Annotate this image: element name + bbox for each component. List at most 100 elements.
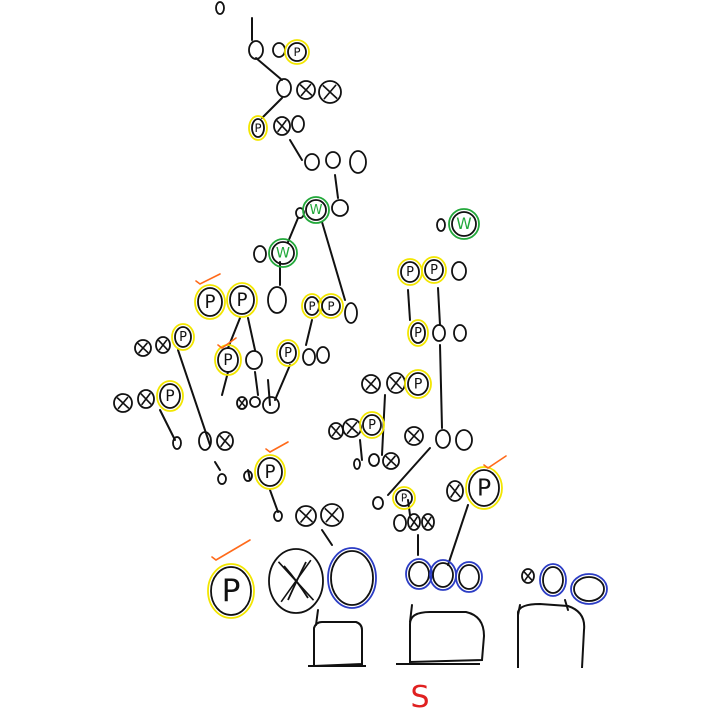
- x-mark: [287, 561, 307, 601]
- tree-edge: [227, 317, 241, 349]
- x-mark: [385, 455, 397, 467]
- plain-node: [243, 470, 253, 482]
- node-outline: [198, 431, 212, 451]
- node-outline: [273, 510, 283, 522]
- p-node: P: [171, 323, 195, 351]
- x-mark: [365, 377, 377, 391]
- x-node: [320, 503, 344, 527]
- x-mark: [276, 119, 288, 133]
- node-outline: [215, 1, 225, 15]
- plain-node: [262, 396, 280, 414]
- yellow-ring: [318, 293, 344, 319]
- node-outline: [257, 457, 283, 487]
- x-mark: [158, 339, 168, 351]
- node-outline: [382, 452, 400, 470]
- x-node: [407, 513, 421, 531]
- base-boxes-layer: [308, 602, 586, 669]
- p-node: P: [359, 411, 385, 439]
- node-outline: [197, 287, 223, 317]
- yellow-ring: [404, 369, 432, 399]
- node-outline: [330, 550, 374, 606]
- p-node: P: [318, 293, 344, 319]
- node-outline: [453, 324, 467, 342]
- p-letter: P: [477, 474, 491, 502]
- tree-edge: [267, 379, 271, 406]
- p-node: P: [407, 319, 429, 347]
- p-node: P: [248, 115, 268, 141]
- plain-node: [353, 458, 361, 470]
- blue-ring: [455, 561, 483, 593]
- p-letter: P: [179, 330, 187, 345]
- plain-node: [435, 429, 451, 449]
- plain-node: [455, 561, 483, 593]
- plain-node: [302, 348, 316, 366]
- w-node: W: [448, 208, 480, 240]
- w-letter: W: [456, 215, 471, 233]
- node-outline: [272, 42, 286, 58]
- p-node: P: [397, 258, 423, 286]
- node-outline: [172, 436, 182, 450]
- x-node: [236, 396, 248, 410]
- x-mark: [238, 398, 246, 408]
- p-node: P: [276, 339, 300, 367]
- tree-edge: [254, 371, 259, 396]
- plain-node: [432, 324, 446, 342]
- tree-edge: [315, 609, 319, 626]
- x-mark: [524, 570, 532, 582]
- plain-node: [368, 453, 380, 467]
- tree-edge: [159, 409, 176, 441]
- check-mark-icon: [217, 337, 237, 349]
- p-letter: P: [222, 573, 241, 609]
- node-outline: [432, 562, 454, 588]
- yellow-ring: [226, 282, 258, 318]
- plain-node: [327, 547, 377, 609]
- node-outline: [291, 115, 305, 133]
- plain-node: [393, 514, 407, 532]
- node-outline: [362, 414, 382, 436]
- p-node: P: [226, 282, 258, 318]
- node-outline: [268, 548, 324, 614]
- node-outline: [432, 324, 446, 342]
- green-ring: [268, 238, 298, 268]
- node-outline: [521, 568, 535, 584]
- node-outline: [113, 393, 133, 413]
- p-node: P: [421, 256, 447, 284]
- node-outline: [353, 458, 361, 470]
- node-outline: [249, 396, 261, 408]
- plain-node: [331, 199, 349, 217]
- node-outline: [542, 566, 564, 594]
- node-outline: [229, 285, 255, 315]
- node-outline: [395, 489, 413, 507]
- yellow-ring: [254, 454, 286, 490]
- p-node: P: [284, 39, 310, 65]
- x-node: [404, 426, 424, 446]
- x-node: [421, 513, 435, 531]
- node-outline: [276, 78, 292, 98]
- x-mark: [346, 421, 358, 435]
- plain-node: [291, 115, 305, 133]
- plain-node: [273, 510, 283, 522]
- plain-node: [253, 245, 267, 263]
- node-outline: [344, 302, 358, 324]
- x-mark: [331, 425, 341, 437]
- w-letter: W: [310, 203, 323, 218]
- node-outline: [407, 513, 421, 531]
- node-outline: [296, 80, 316, 100]
- node-outline: [243, 470, 253, 482]
- x-mark: [300, 83, 312, 97]
- node-outline: [349, 150, 367, 174]
- plain-node: [272, 42, 286, 58]
- node-outline: [302, 348, 316, 366]
- node-outline: [253, 245, 267, 263]
- node-outline: [267, 286, 287, 314]
- node-outline: [251, 118, 265, 138]
- plain-node: [316, 346, 330, 364]
- node-outline: [217, 473, 227, 485]
- node-outline: [316, 346, 330, 364]
- x-node: [342, 418, 362, 438]
- node-outline: [271, 241, 295, 265]
- x-node: [216, 431, 234, 451]
- node-outline: [159, 383, 181, 409]
- node-outline: [287, 42, 307, 62]
- yellow-ring: [407, 319, 429, 347]
